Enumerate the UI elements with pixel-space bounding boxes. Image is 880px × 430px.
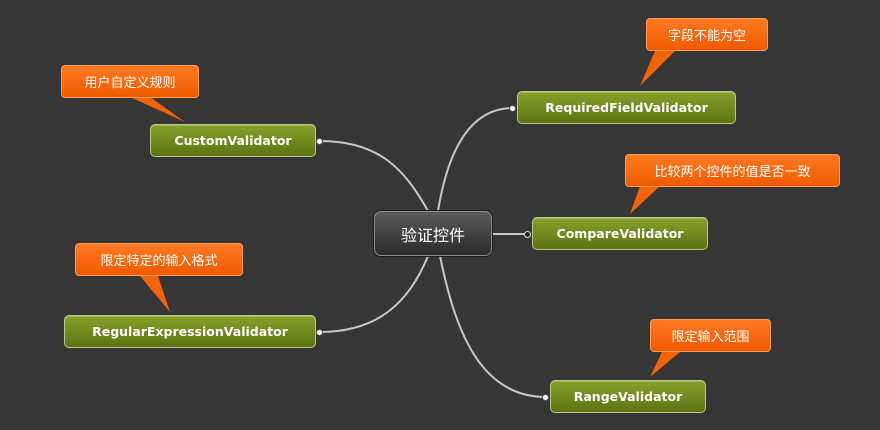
connector-range: [439, 255, 547, 398]
center-topic-label: 验证控件: [400, 225, 465, 245]
callout-required[interactable]: 字段不能为空: [646, 18, 768, 51]
callout-required-text: 字段不能为空: [667, 29, 746, 44]
callout-compare-text: 比较两个控件的值是否一致: [654, 165, 811, 180]
node-range-validator[interactable]: RangeValidator: [550, 380, 706, 413]
node-regular-expression-validator[interactable]: RegularExpressionValidator: [64, 315, 316, 348]
node-regular-expression-validator-label: RegularExpressionValidator: [92, 324, 288, 339]
node-compare-validator-label: CompareValidator: [556, 226, 684, 241]
callout-pointer-regex: [140, 276, 170, 312]
callout-regex-text: 限定特定的输入格式: [100, 254, 218, 269]
callout-pointer-required: [640, 51, 675, 86]
connector-required: [437, 107, 514, 212]
node-required-field-validator-label: RequiredFieldValidator: [545, 100, 708, 115]
connector-dot-regex: [316, 329, 323, 336]
connector-regex: [319, 255, 429, 333]
callout-pointer-compare: [630, 186, 660, 214]
callout-pointer-custom: [130, 97, 185, 122]
connector-dot-range: [542, 394, 549, 401]
callout-range[interactable]: 限定输入范围: [650, 319, 771, 352]
callout-custom-text: 用户自定义规则: [84, 76, 176, 91]
callout-pointer-range: [650, 352, 680, 377]
center-topic-node[interactable]: 验证控件: [374, 211, 492, 256]
connector-dot-custom: [316, 138, 323, 145]
connector-dot-compare: [524, 231, 531, 238]
node-required-field-validator[interactable]: RequiredFieldValidator: [517, 91, 736, 124]
node-custom-validator[interactable]: CustomValidator: [150, 124, 316, 157]
connector-dot-required: [509, 105, 516, 112]
callout-custom[interactable]: 用户自定义规则: [61, 65, 199, 98]
callout-range-text: 限定输入范围: [671, 330, 750, 345]
node-range-validator-label: RangeValidator: [573, 389, 683, 404]
callout-regex[interactable]: 限定特定的输入格式: [75, 243, 243, 276]
node-custom-validator-label: CustomValidator: [174, 133, 292, 148]
connector-custom: [319, 140, 429, 212]
node-compare-validator[interactable]: CompareValidator: [532, 217, 708, 250]
callout-compare[interactable]: 比较两个控件的值是否一致: [625, 154, 840, 187]
